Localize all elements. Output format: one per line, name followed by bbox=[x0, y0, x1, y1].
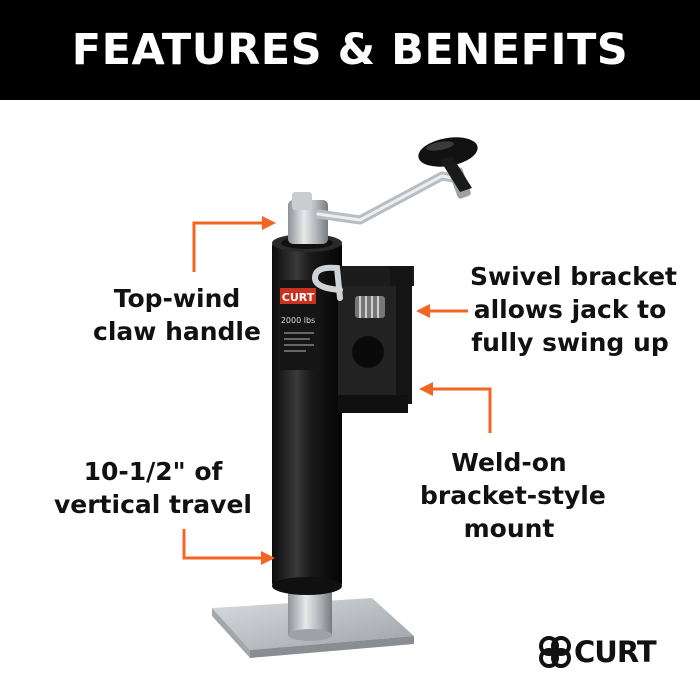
crank-knob bbox=[418, 137, 478, 192]
callout-weld-line2: bracket-style bbox=[420, 481, 606, 510]
arrow-weld bbox=[419, 382, 492, 433]
callout-weld: Weld-on bracket-style mount bbox=[420, 446, 606, 545]
curt-logo-icon bbox=[539, 636, 571, 668]
callout-swivel-line3: fully swing up bbox=[471, 328, 669, 357]
callout-swivel-line1: Swivel bracket bbox=[470, 262, 677, 291]
callout-handle: Top-wind claw handle bbox=[92, 282, 262, 348]
header-title: FEATURES & BENEFITS bbox=[71, 25, 629, 75]
arrow-travel bbox=[182, 529, 275, 565]
callout-weld-line3: mount bbox=[463, 514, 555, 543]
tube-label: CURT 2000 lbs bbox=[280, 280, 320, 370]
tube-brand-text: CURT bbox=[282, 291, 315, 304]
callout-travel: 10-1/2" of vertical travel bbox=[48, 455, 258, 521]
callout-arrows bbox=[182, 216, 492, 565]
spring-pin bbox=[311, 264, 385, 318]
callout-weld-line1: Weld-on bbox=[451, 448, 567, 477]
tube-capacity-text: 2000 lbs bbox=[281, 316, 315, 325]
callout-handle-line1: Top-wind bbox=[113, 284, 241, 313]
header-banner: FEATURES & BENEFITS bbox=[0, 0, 700, 100]
curt-logo-text: CURT bbox=[574, 635, 657, 669]
callout-travel-line2: vertical travel bbox=[53, 490, 253, 519]
arrow-handle bbox=[192, 216, 276, 272]
swivel-bracket bbox=[338, 266, 414, 413]
callout-swivel-line2: allows jack to bbox=[473, 295, 667, 324]
callout-handle-line2: claw handle bbox=[93, 317, 261, 346]
callout-swivel: Swivel bracket allows jack to fully swin… bbox=[470, 260, 677, 359]
crank-handle bbox=[313, 137, 478, 225]
arrow-swivel bbox=[416, 304, 468, 318]
curt-logo: CURT bbox=[538, 632, 670, 672]
callout-travel-line1: 10-1/2" of bbox=[83, 457, 223, 486]
